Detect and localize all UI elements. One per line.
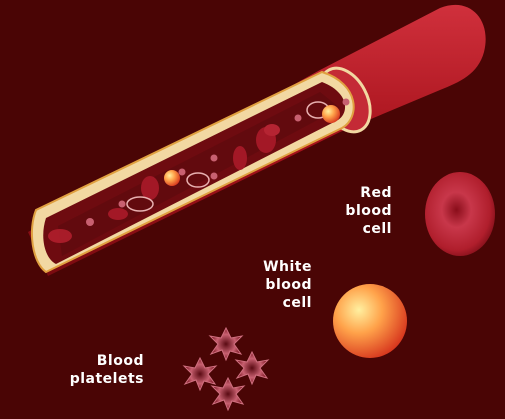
- platelet-in-vessel: [342, 98, 350, 106]
- red-blood-cell-in-vessel: [108, 208, 128, 220]
- white-blood-cell-in-vessel: [322, 105, 340, 123]
- blood-platelets-label: Blood platelets: [69, 353, 144, 387]
- red-blood-cell: [425, 172, 495, 256]
- red-blood-cell-label: Red blood cell: [345, 185, 392, 237]
- platelet-in-vessel: [210, 172, 218, 180]
- platelet: [208, 326, 244, 362]
- platelet-in-vessel: [210, 154, 218, 162]
- blood-platelets-group: [182, 326, 270, 412]
- platelet-in-vessel: [294, 114, 302, 122]
- red-blood-cell-in-vessel: [264, 124, 280, 136]
- platelet-in-vessel: [178, 168, 186, 176]
- red-blood-cell-in-vessel: [48, 229, 72, 243]
- red-blood-cell-in-vessel: [141, 176, 159, 200]
- white-blood-cell-label: White blood cell: [263, 259, 312, 311]
- red-blood-cell-in-vessel: [186, 172, 210, 188]
- platelet: [234, 350, 270, 386]
- vessel-cells: [48, 98, 350, 243]
- platelet-in-vessel: [118, 200, 126, 208]
- white-blood-cell: [333, 284, 407, 358]
- red-blood-cell-in-vessel: [126, 196, 154, 212]
- red-blood-cell-in-vessel: [233, 146, 247, 170]
- platelet: [182, 356, 218, 392]
- white-blood-cell-in-vessel: [164, 170, 180, 186]
- platelet: [210, 376, 246, 412]
- platelet-in-vessel: [86, 218, 94, 226]
